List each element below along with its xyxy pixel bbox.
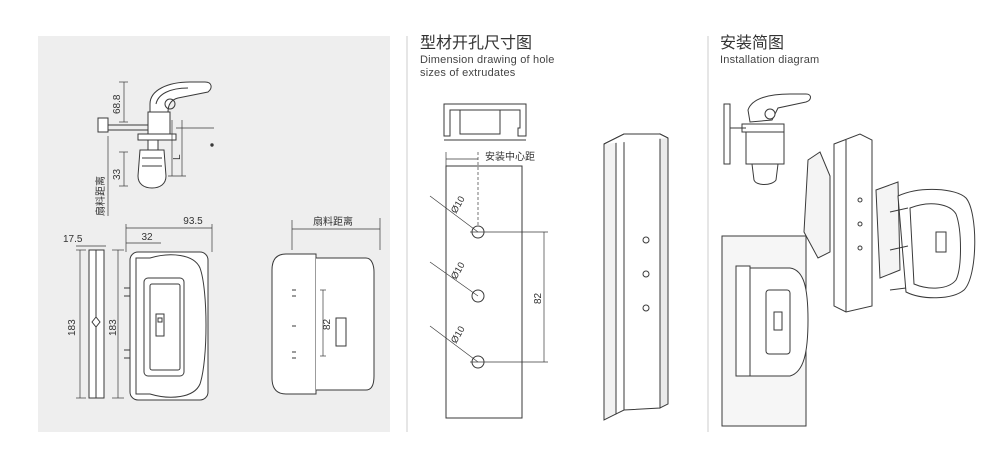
handle-front-view [76, 224, 213, 401]
handle-edge-view [271, 218, 381, 395]
profile-title-en-2: sizes of extrudates [420, 66, 516, 79]
profile-section-header: 型材开孔尺寸图 Dimension drawing of hole sizes … [420, 34, 555, 79]
dim-33: 33 [112, 168, 123, 180]
install-diagram [721, 93, 976, 427]
profile-title-en-1: Dimension drawing of hole [420, 54, 555, 66]
dim-17-5: 17.5 [63, 234, 83, 245]
install-section-header: 安装简图 Installation diagram [720, 34, 819, 67]
sash-distance-label-2: 扇料距离 [313, 215, 353, 228]
profile-section-drawing [429, 103, 548, 419]
install-title-en: Installation diagram [720, 54, 820, 66]
sash-distance-label-1: 扇料距离 [94, 176, 107, 216]
profile-title-cn: 型材开孔尺寸图 [420, 33, 533, 52]
dim-183-left: 183 [67, 319, 78, 336]
dim-32: 32 [141, 232, 153, 243]
dim-L: L [172, 154, 183, 160]
dim-82-right: 82 [533, 292, 544, 304]
extrusion-3d-view [603, 133, 669, 421]
mount-center-distance-label: 安装中心距 [485, 150, 535, 163]
dim-68-8: 68.8 [112, 94, 123, 114]
handle-side-view [97, 81, 214, 216]
dim-82-left: 82 [322, 318, 333, 330]
install-title-cn: 安装简图 [720, 33, 785, 52]
dim-183-right: 183 [108, 319, 119, 336]
dim-93-5: 93.5 [183, 216, 203, 227]
